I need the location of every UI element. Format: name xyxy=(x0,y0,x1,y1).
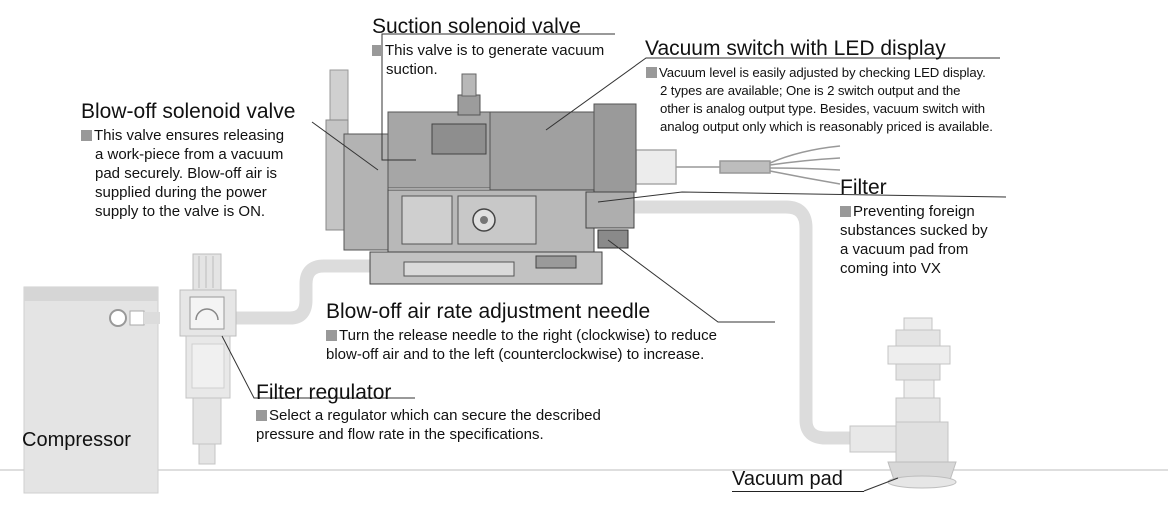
blowoff-valve-line-4: supplied during the power xyxy=(95,184,267,201)
filter-regulator xyxy=(179,253,237,465)
blowoff-valve-line-1: This valve ensures releasing xyxy=(81,126,284,145)
suction-valve-title: Suction solenoid valve xyxy=(372,15,581,38)
switch-cable xyxy=(635,145,841,185)
filter-line-3: a vacuum pad from xyxy=(840,241,969,258)
air-pipes xyxy=(221,200,859,445)
filter-line-2: substances sucked by xyxy=(840,222,988,239)
vacuum-switch-description: Vacuum level is easily adjusted by check… xyxy=(646,64,993,136)
compressor xyxy=(23,286,160,494)
bullet-square xyxy=(646,67,657,78)
vacuum-pad-label: Vacuum pad xyxy=(732,468,843,490)
vacuum-switch-title: Vacuum switch with LED display xyxy=(645,37,946,60)
suction-valve-line-2: suction. xyxy=(386,61,438,78)
vacuum-switch-line-2: 2 types are available; One is 2 switch o… xyxy=(660,83,961,98)
bullet-square xyxy=(326,330,337,341)
regulator-line-1: Select a regulator which can secure the … xyxy=(256,406,601,425)
vacuum-pad-underline xyxy=(732,491,864,492)
regulator-line-2: pressure and flow rate in the specificat… xyxy=(256,426,544,443)
filter-line-1: Preventing foreign xyxy=(840,202,988,221)
blowoff-valve-title: Blow-off solenoid valve xyxy=(81,100,296,123)
vacuum-switch-line-3: other is analog output type. Besides, va… xyxy=(660,101,985,116)
regulator-title: Filter regulator xyxy=(256,381,392,404)
vacuum-switch-line-4: analog output only which is reasonably p… xyxy=(660,119,993,134)
suction-valve-line-1: This valve is to generate vacuum xyxy=(372,41,604,60)
needle-description: Turn the release needle to the right (cl… xyxy=(326,326,717,364)
filter-line-4: coming into VX xyxy=(840,260,941,277)
filter-description: Preventing foreign substances sucked by … xyxy=(840,202,988,278)
vacuum-ejector-unit xyxy=(325,69,637,285)
filter-title: Filter xyxy=(840,176,887,199)
suction-valve-description: This valve is to generate vacuum suction… xyxy=(372,41,604,79)
vacuum-pad-assembly xyxy=(849,317,957,489)
blowoff-valve-line-2: a work-piece from a vacuum xyxy=(95,146,284,163)
regulator-description: Select a regulator which can secure the … xyxy=(256,406,601,444)
bullet-square xyxy=(256,410,267,421)
bullet-square xyxy=(372,45,383,56)
leader-lines xyxy=(221,33,1007,399)
bullet-square xyxy=(840,206,851,217)
needle-title: Blow-off air rate adjustment needle xyxy=(326,300,651,323)
blowoff-valve-line-3: pad securely. Blow-off air is xyxy=(95,165,278,182)
vacuum-switch-line-1: Vacuum level is easily adjusted by check… xyxy=(646,64,993,82)
blowoff-valve-description: This valve ensures releasing a work-piec… xyxy=(81,126,284,221)
blowoff-valve-line-5: supply to the valve is ON. xyxy=(95,203,266,220)
bullet-square xyxy=(81,130,92,141)
needle-line-2: blow-off air and to the left (counterclo… xyxy=(326,346,705,363)
compressor-label: Compressor xyxy=(22,429,131,451)
needle-line-1: Turn the release needle to the right (cl… xyxy=(326,326,717,345)
